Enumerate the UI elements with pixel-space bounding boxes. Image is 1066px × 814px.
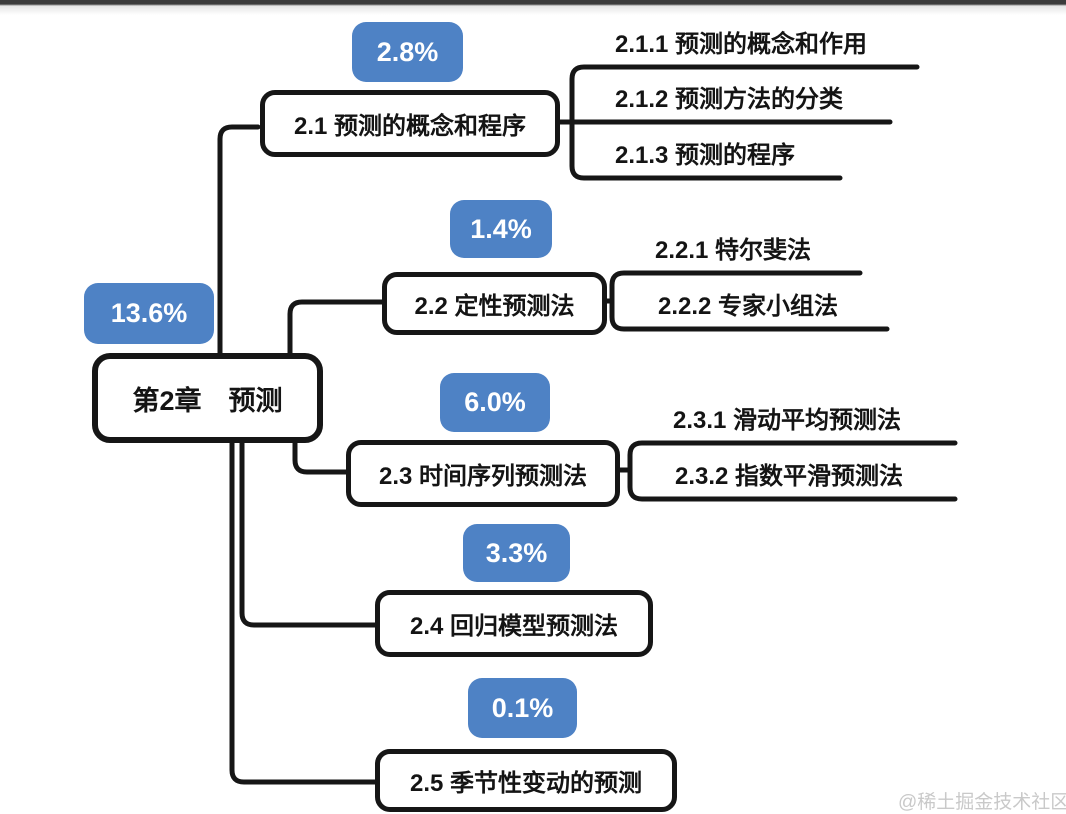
badge-2-3-percent: 6.0% bbox=[440, 373, 550, 432]
root-node: 第2章 预测 bbox=[92, 353, 323, 443]
leaf-node-2-2-1: 2.2.1 特尔斐法 bbox=[655, 237, 812, 264]
leaf-node-2-2-2: 2.2.2 专家小组法 bbox=[658, 293, 839, 320]
leaf-node-2-1-2: 2.1.2 预测方法的分类 bbox=[615, 86, 844, 113]
leaf-node-2-1-3: 2.1.3 预测的程序 bbox=[615, 142, 796, 169]
connector-root-to-2-3 bbox=[292, 440, 351, 475]
connector-root-to-2-5 bbox=[229, 440, 380, 785]
leaf-node-2-3-1: 2.3.1 滑动平均预测法 bbox=[673, 407, 902, 434]
branch-node-2-3: 2.3 时间序列预测法 bbox=[346, 440, 620, 507]
badge-2-4-percent: 3.3% bbox=[463, 524, 570, 582]
branch-node-2-1: 2.1 预测的概念和程序 bbox=[260, 90, 560, 157]
branch-node-2-4: 2.4 回归模型预测法 bbox=[375, 590, 653, 657]
badge-2-1-percent: 2.8% bbox=[352, 22, 463, 82]
watermark: @稀土掘金技术社区 bbox=[898, 792, 1066, 813]
leaf-node-2-3-2: 2.3.2 指数平滑预测法 bbox=[675, 463, 904, 490]
leaf-node-2-1-1: 2.1.1 预测的概念和作用 bbox=[615, 31, 868, 58]
branch-node-2-2: 2.2 定性预测法 bbox=[382, 272, 607, 335]
connector-root-to-2-4 bbox=[239, 440, 380, 628]
badge-2-5-percent: 0.1% bbox=[468, 678, 577, 738]
connector-root-to-2-1 bbox=[217, 124, 261, 356]
branch-node-2-5: 2.5 季节性变动的预测 bbox=[375, 749, 677, 812]
badge-2-2-percent: 1.4% bbox=[450, 200, 552, 258]
top-edge-strip bbox=[0, 0, 1066, 15]
connector-root-to-2-2 bbox=[287, 299, 385, 356]
badge-root-percent: 13.6% bbox=[84, 283, 214, 344]
